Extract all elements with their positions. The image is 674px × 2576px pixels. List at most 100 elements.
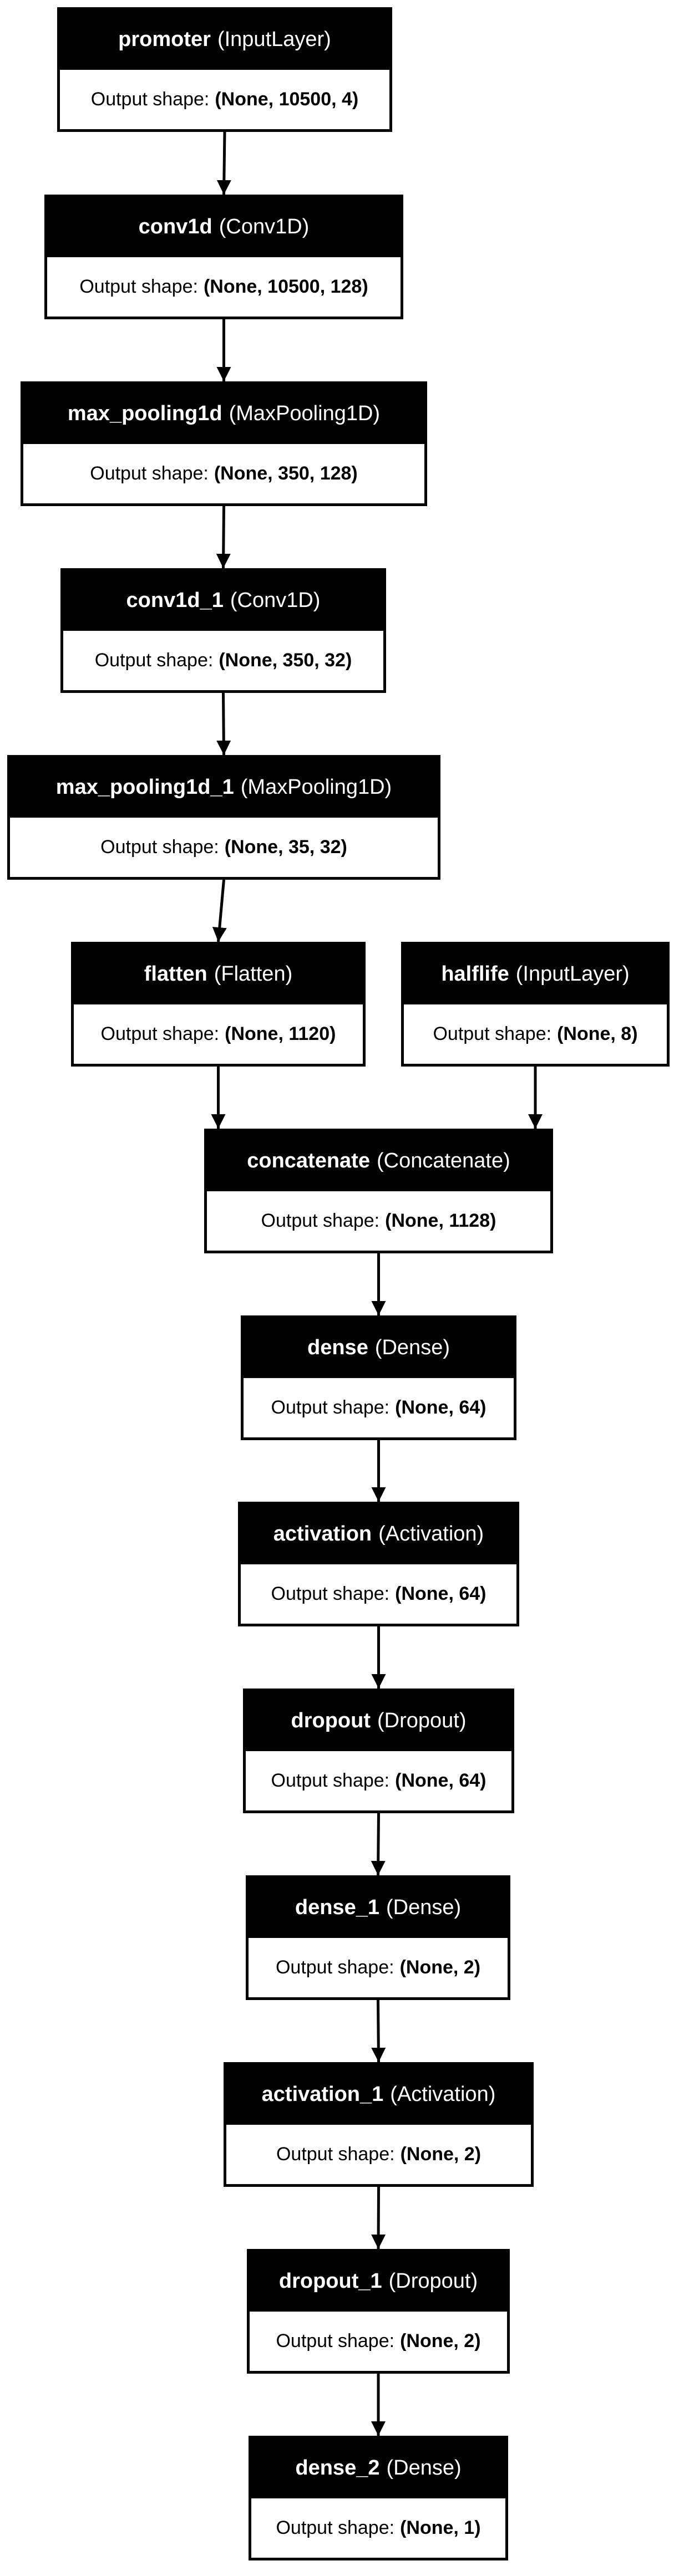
layer-output: Output shape:(None, 2): [226, 2125, 531, 2185]
layer-name: dense: [307, 1336, 368, 1360]
output-shape-value: (None, 35, 32): [224, 836, 347, 858]
output-shape-label: Output shape:: [100, 836, 219, 858]
layer-output: Output shape:(None, 2): [250, 2312, 507, 2371]
layer-header: flatten (Flatten): [74, 945, 363, 1004]
output-shape-value: (None, 1120): [225, 1023, 336, 1044]
output-shape-label: Output shape:: [94, 649, 214, 671]
output-shape-value: (None, 2): [399, 1956, 481, 1978]
layer-name: flatten: [144, 962, 207, 986]
layer-header: dense(Dense): [244, 1318, 514, 1378]
output-shape-label: Output shape:: [276, 2517, 395, 2538]
output-shape-label: Output shape:: [261, 1210, 380, 1231]
layer-node-conv1d-1: conv1d_1(Conv1D)Output shape:(None, 350,…: [60, 568, 386, 693]
output-shape-value: (None, 64): [395, 1396, 487, 1418]
layer-output: Output shape:(None, 10500, 4): [60, 70, 389, 130]
layer-output: Output shape:(None, 350, 32): [63, 631, 383, 691]
layer-output: Output shape:(None, 1): [251, 2498, 505, 2558]
layer-type: (Conv1D): [230, 589, 321, 613]
layer-node-dense-2: dense_2(Dense)Output shape:(None, 1): [249, 2436, 508, 2560]
layer-node-conv1d: conv1d (Conv1D) Output shape:(None, 10500,…: [44, 195, 403, 319]
layer-header: promoter(InputLayer): [60, 10, 389, 70]
output-shape-label: Output shape:: [276, 2143, 395, 2165]
layer-output: Output shape:(None, 64): [246, 1751, 511, 1811]
layer-type: (Dropout): [377, 1709, 467, 1733]
layer-node-dense: dense(Dense)Output shape:(None, 64): [241, 1315, 516, 1440]
layer-type: (Activation): [390, 2083, 496, 2106]
layer-header: max_pooling1d_1 (MaxPooling1D): [10, 758, 438, 818]
layer-node-promoter: promoter(InputLayer)Output shape:(None, …: [57, 7, 392, 132]
layer-header: conv1d_1(Conv1D): [63, 571, 383, 631]
layer-header: conv1d (Conv1D): [47, 197, 401, 257]
output-shape-value: (None, 1): [400, 2517, 481, 2538]
edge-dense-1-to-activation-1: [371, 1999, 386, 2063]
layer-name: activation: [273, 1522, 372, 1546]
layer-output: Output shape:(None, 64): [244, 1378, 514, 1438]
layer-output: Output shape:(None, 2): [249, 1938, 508, 1998]
layer-type: (InputLayer): [217, 28, 331, 52]
layer-header: activation(Activation): [241, 1504, 516, 1564]
layer-output: Output shape:(None, 1128): [207, 1191, 550, 1251]
layer-name: concatenate: [247, 1149, 370, 1173]
layer-header: dense_1 (Dense): [249, 1878, 508, 1938]
output-shape-label: Output shape:: [79, 276, 198, 297]
layer-type: (Dense): [386, 1896, 462, 1920]
layer-name: max_pooling1d: [67, 402, 222, 426]
layer-node-activation: activation(Activation)Output shape:(None…: [238, 1502, 519, 1626]
layer-type: (Conv1D): [219, 215, 310, 239]
layer-output: Output shape:(None, 35, 32): [10, 818, 438, 878]
layer-type: (Dropout): [388, 2269, 478, 2293]
layer-type: (Activation): [378, 1522, 484, 1546]
layer-name: dense_1: [295, 1896, 379, 1920]
output-shape-value: (None, 8): [557, 1023, 638, 1044]
output-shape-value: (None, 64): [395, 1583, 487, 1604]
layer-type: (Flatten): [214, 962, 293, 986]
layer-type: (MaxPooling1D): [240, 776, 392, 799]
output-shape-label: Output shape:: [433, 1023, 552, 1044]
output-shape-value: (None, 2): [400, 2330, 481, 2351]
output-shape-label: Output shape:: [276, 2330, 395, 2351]
output-shape-label: Output shape:: [271, 1583, 390, 1604]
layer-output: Output shape:(None, 8): [404, 1004, 667, 1064]
layer-type: (Concatenate): [376, 1149, 510, 1173]
output-shape-value: (None, 1128): [385, 1210, 496, 1231]
edge-promoter-to-conv1d: [216, 131, 231, 195]
layer-name: dropout_1: [278, 2269, 382, 2293]
layer-header: activation_1 (Activation): [226, 2065, 531, 2125]
layer-output: Output shape:(None, 64): [241, 1564, 516, 1624]
layer-name: conv1d: [138, 215, 212, 239]
layer-node-flatten: flatten (Flatten) Output shape:(None, 1120…: [71, 942, 366, 1067]
output-shape-label: Output shape:: [100, 1023, 220, 1044]
layer-name: promoter: [118, 28, 211, 52]
output-shape-label: Output shape:: [90, 462, 209, 484]
layer-node-concatenate: concatenate(Concatenate)Output shape:(No…: [204, 1129, 553, 1253]
output-shape-label: Output shape:: [271, 1769, 390, 1791]
layer-header: concatenate(Concatenate): [207, 1131, 550, 1191]
layer-name: max_pooling1d_1: [55, 776, 234, 799]
layer-node-halflife: halflife(InputLayer)Output shape:(None, …: [401, 942, 670, 1067]
layer-name: activation_1: [261, 2083, 384, 2106]
layer-output: Output shape:(None, 1120): [74, 1004, 363, 1064]
layer-node-max-pooling1d: max_pooling1d(MaxPooling1D) Output shape:…: [21, 381, 427, 506]
edge-dropout-to-dense-1: [371, 1813, 386, 1876]
output-shape-value: (None, 350, 32): [219, 649, 352, 671]
layer-name: dense_2: [295, 2456, 380, 2480]
output-shape-label: Output shape:: [271, 1396, 390, 1418]
layer-header: max_pooling1d(MaxPooling1D): [23, 384, 424, 444]
output-shape-label: Output shape:: [275, 1956, 394, 1978]
layer-header: halflife(InputLayer): [404, 945, 667, 1004]
layer-name: dropout: [291, 1709, 371, 1733]
layer-header: dense_2(Dense): [251, 2439, 505, 2498]
output-shape-value: (None, 350, 128): [214, 462, 358, 484]
layer-output: Output shape:(None, 10500, 128): [47, 257, 401, 317]
layer-name: halflife: [441, 962, 509, 986]
layer-type: (Dense): [386, 2456, 462, 2480]
output-shape-value: (None, 2): [400, 2143, 482, 2165]
layer-node-max-pooling1d-1: max_pooling1d_1 (MaxPooling1D) Output shap…: [7, 755, 440, 880]
output-shape-value: (None, 10500, 4): [215, 88, 359, 110]
edge-max-pooling1d-1-to-flatten: [212, 879, 227, 942]
output-shape-label: Output shape:: [90, 88, 210, 110]
output-shape-value: (None, 10500, 128): [203, 276, 368, 297]
layer-name: conv1d_1: [126, 589, 224, 613]
